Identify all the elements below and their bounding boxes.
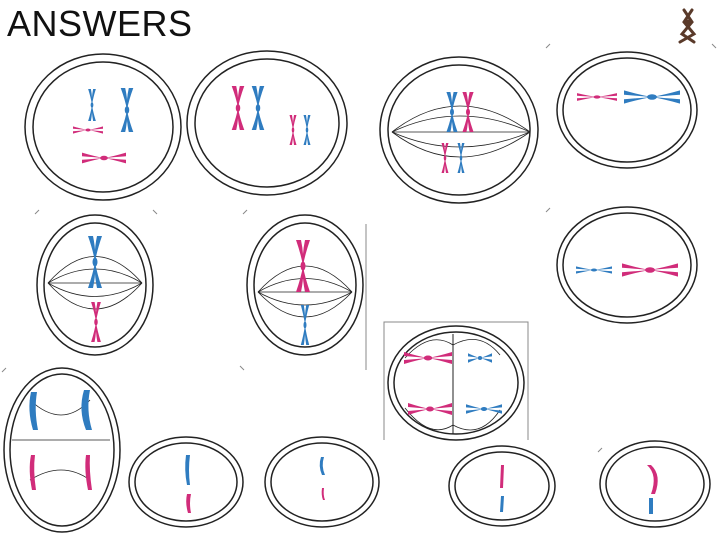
cell-membrane-inner bbox=[32, 61, 174, 193]
cell-membrane-inner bbox=[387, 64, 531, 196]
cell-membrane-outer bbox=[246, 214, 364, 356]
chromosome-magenta bbox=[82, 152, 126, 164]
gamete-2 bbox=[264, 436, 380, 528]
chromosome-blue bbox=[576, 266, 612, 274]
cell-metaphase-2-magenta bbox=[239, 209, 367, 371]
cell-membrane-outer bbox=[379, 56, 539, 204]
gamete-3 bbox=[448, 445, 556, 527]
spindle-fibers bbox=[12, 399, 110, 481]
cell-membrane-inner bbox=[253, 222, 357, 348]
chromosome-magenta bbox=[289, 115, 297, 145]
chromatid-blue bbox=[81, 390, 92, 430]
cell-membrane-outer bbox=[556, 206, 698, 324]
cell-membrane-inner bbox=[134, 442, 238, 522]
cell-metaphase-2-blue bbox=[34, 209, 158, 356]
cell-membrane-outer bbox=[128, 436, 244, 528]
chromosome-magenta bbox=[73, 126, 103, 134]
cell-membrane-inner bbox=[454, 451, 550, 521]
chromosome-magenta bbox=[441, 143, 449, 173]
spindle-fibers bbox=[391, 105, 531, 158]
cell-membrane-outer bbox=[186, 50, 348, 196]
cell-membrane-inner bbox=[9, 373, 115, 527]
chromosome-blue bbox=[457, 143, 465, 173]
chromatid-magenta bbox=[186, 494, 191, 513]
cell-haploid-top bbox=[545, 43, 717, 169]
chromosome-blue bbox=[88, 89, 96, 121]
chromosome-logo-icon bbox=[678, 8, 697, 44]
chromatid-magenta bbox=[500, 465, 504, 488]
cell-metaphase bbox=[379, 56, 539, 204]
gamete-1 bbox=[128, 436, 244, 528]
chromosome-magenta bbox=[408, 403, 452, 415]
chromosome-blue bbox=[300, 305, 310, 345]
cell-membrane-inner bbox=[270, 442, 374, 522]
chromosome-blue bbox=[624, 90, 680, 104]
cell-membrane-outer bbox=[448, 445, 556, 527]
cell-anaphase bbox=[383, 321, 529, 441]
chromatid-blue bbox=[185, 455, 190, 485]
cell-membrane-outer bbox=[387, 325, 525, 441]
chromosome-magenta bbox=[91, 302, 101, 342]
chromosome-magenta bbox=[622, 263, 678, 277]
cell-membrane-outer bbox=[3, 367, 121, 533]
cell-membrane-outer bbox=[599, 440, 711, 528]
cell-prophase-duplicated bbox=[186, 50, 348, 196]
spindle-fibers bbox=[404, 338, 501, 431]
cell-telophase bbox=[1, 367, 121, 533]
chromosome-magenta bbox=[404, 352, 452, 364]
cell-membrane-inner bbox=[43, 222, 147, 348]
cell-haploid-middle bbox=[545, 206, 698, 324]
gamete-4 bbox=[597, 440, 711, 528]
chromatid-magenta bbox=[85, 455, 92, 490]
chromatid-blue bbox=[500, 496, 504, 512]
chromosome-magenta bbox=[577, 93, 617, 101]
chromosome-blue bbox=[446, 92, 458, 132]
cell-membrane-inner bbox=[562, 57, 692, 163]
chromosome-blue bbox=[303, 115, 311, 145]
cell-membrane-inner bbox=[194, 58, 340, 188]
chromosome-blue bbox=[466, 404, 502, 414]
cell-membrane-outer bbox=[36, 214, 154, 356]
chromatid-blue bbox=[319, 457, 325, 475]
cell-prophase bbox=[24, 53, 182, 201]
chromosome-blue bbox=[120, 88, 134, 132]
cell-membrane-inner bbox=[605, 446, 705, 522]
chromatid-magenta bbox=[29, 455, 36, 490]
chromatid-magenta bbox=[321, 488, 325, 500]
cell-membrane-outer bbox=[556, 51, 698, 169]
chromosome-blue bbox=[88, 236, 102, 288]
chromosome-blue bbox=[251, 86, 265, 130]
chromosome-magenta bbox=[231, 86, 245, 130]
chromosome-blue bbox=[468, 353, 492, 363]
cell-membrane-outer bbox=[264, 436, 380, 528]
chromatid-magenta bbox=[647, 465, 658, 494]
page-title: ANSWERS bbox=[7, 3, 193, 44]
chromosome-magenta bbox=[462, 92, 474, 132]
cell-membrane-inner bbox=[562, 212, 692, 318]
cell-membrane-outer bbox=[24, 53, 182, 201]
chromatid-blue bbox=[649, 498, 653, 514]
cell-membrane-inner bbox=[393, 331, 519, 435]
chromatid-blue bbox=[29, 392, 38, 430]
